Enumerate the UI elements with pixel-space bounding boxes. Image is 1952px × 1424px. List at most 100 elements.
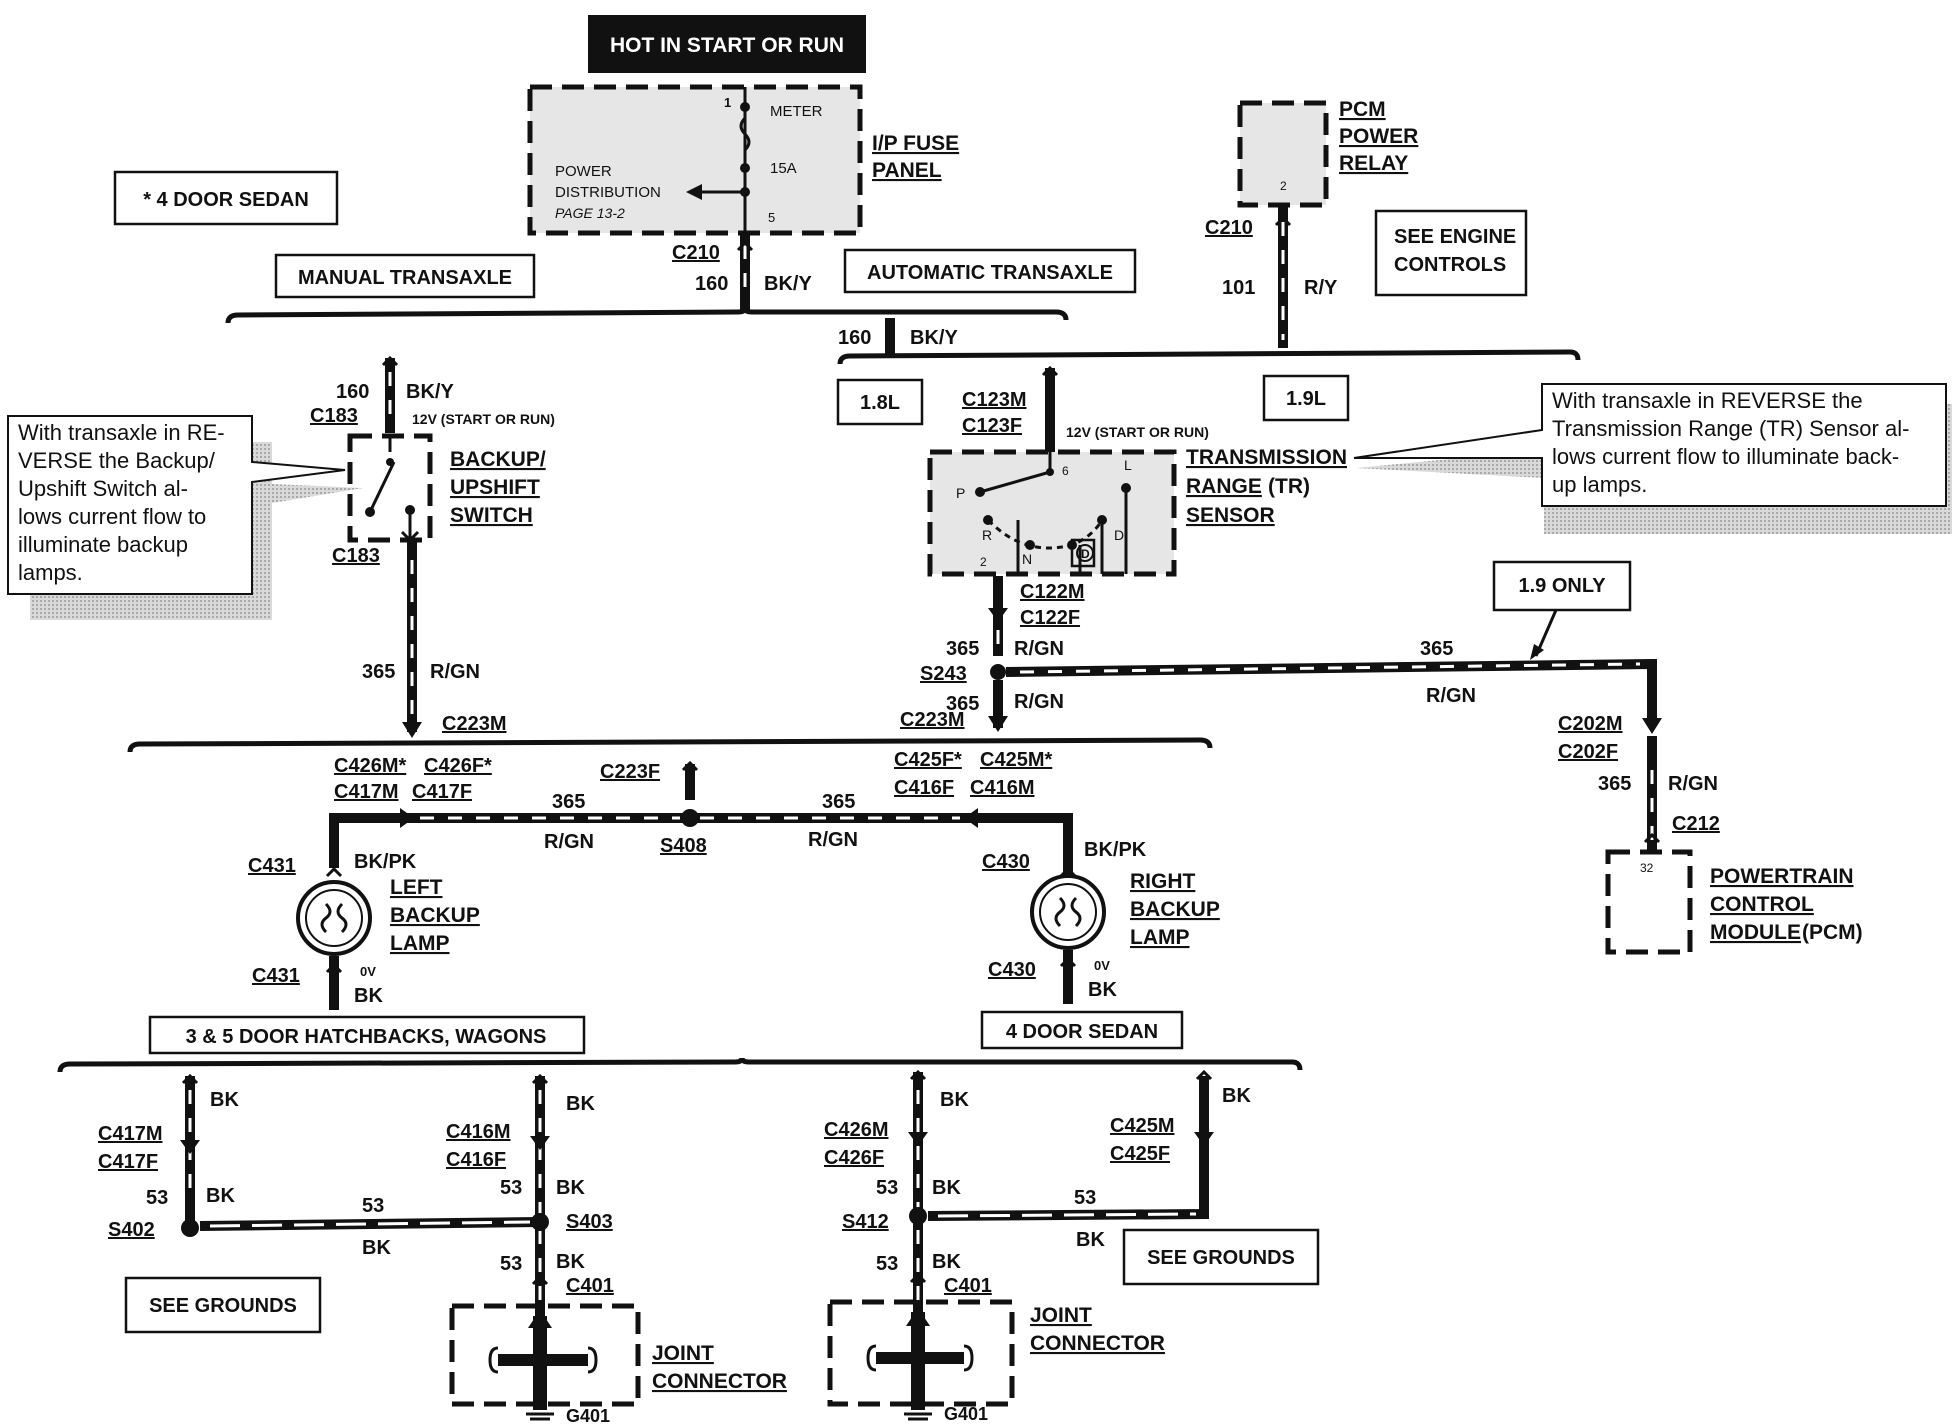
- left-lamp-label-3: LAMP: [390, 932, 450, 955]
- tr-conn-2: C123F: [962, 415, 1022, 437]
- left-lamp-conn: C431: [248, 855, 296, 877]
- auto-circ: 160: [838, 327, 871, 349]
- right-backup-lamp: [1030, 874, 1106, 950]
- pcm-relay-label-1: PCM: [1339, 98, 1386, 121]
- lamp-circ-l: 365: [552, 791, 585, 813]
- lamp-conn-r1b: C425M*: [980, 749, 1052, 771]
- lamp-conn-l2b: C417F: [412, 781, 472, 803]
- only19: 1.9 ONLY: [1518, 575, 1606, 597]
- gl-c1a: C417M: [98, 1123, 162, 1145]
- g401-right: G401: [944, 1404, 988, 1424]
- callout-right-line-1: With transaxle in REVERSE the: [1552, 388, 1863, 413]
- lamp-color-r: R/GN: [808, 829, 858, 851]
- svg-text:1: 1: [724, 95, 731, 110]
- switch-label-3: SWITCH: [450, 504, 533, 527]
- right-lamp-label-3: LAMP: [1130, 926, 1190, 949]
- manual-transaxle-box: [274, 253, 536, 299]
- tr-volt: 12V (START OR RUN): [1066, 424, 1209, 440]
- svg-text:D: D: [1114, 527, 1124, 543]
- pcm-module: [1605, 849, 1693, 955]
- lamp-conn-r1a: C425F*: [894, 749, 962, 771]
- gl-n4: 53: [500, 1253, 522, 1275]
- gl-s403: S403: [566, 1211, 613, 1233]
- left-lamp-volt: 0V: [360, 964, 376, 979]
- gl-bk1: BK: [210, 1089, 239, 1111]
- svg-text:POWER: POWER: [555, 163, 612, 180]
- right-lamp-color: BK/PK: [1084, 839, 1147, 861]
- backup-upshift-switch: [347, 433, 433, 543]
- switch-label-2: UPSHIFT: [450, 476, 540, 499]
- pcm-branch-circ-2: 365: [1598, 773, 1631, 795]
- lamp-conn-l1b: C426F*: [424, 755, 492, 777]
- gr-bk2: BK: [932, 1177, 961, 1199]
- gr-n2: 53: [1074, 1187, 1096, 1209]
- switch-label-1: BACKUP/: [450, 448, 546, 471]
- top-bus: [225, 307, 1069, 324]
- gl-c401: C401: [566, 1275, 614, 1297]
- tr-label-2b: (TR): [1268, 475, 1310, 498]
- jc-right-1: JOINT: [1030, 1304, 1092, 1327]
- svg-text:6: 6: [1062, 464, 1069, 478]
- splice-s243: [990, 664, 1006, 680]
- manual-transaxle: MANUAL TRANSAXLE: [298, 267, 512, 289]
- gr-bk3: BK: [1076, 1229, 1105, 1251]
- gl-bk3: BK: [362, 1237, 391, 1259]
- tr-out-conn-2: C122F: [1020, 607, 1080, 629]
- hot-label: HOT IN START OR RUN: [610, 34, 844, 57]
- svg-text:L: L: [1124, 457, 1132, 473]
- engine-controls-box: [1374, 209, 1528, 297]
- tr-label-3: SENSOR: [1186, 504, 1275, 527]
- svg-text:2: 2: [1280, 179, 1287, 193]
- gr-n3: 53: [876, 1253, 898, 1275]
- tr-down-circ: 365: [946, 693, 979, 715]
- callout-left-line-4: lows current flow to: [18, 504, 206, 529]
- ip-fuse-panel: 1 METER 15A 5 POWER DISTRIBUTION PAGE 13…: [527, 84, 863, 236]
- ground-left: [180, 1073, 550, 1340]
- pcm-relay-label-2: POWER: [1339, 125, 1418, 148]
- gl-bk5: BK: [556, 1177, 585, 1199]
- gl-c1b: C417F: [98, 1151, 158, 1173]
- tr-out-conn-1: C122M: [1020, 581, 1084, 603]
- four-door-note-box: [113, 170, 339, 226]
- jc-left-2: CONNECTOR: [652, 1370, 787, 1393]
- gl-c2a: C416M: [446, 1121, 510, 1143]
- svg-text:15A: 15A: [770, 160, 797, 177]
- tr-label-1: TRANSMISSION: [1186, 446, 1347, 469]
- gr-bk5: BK: [932, 1251, 961, 1273]
- svg-text:D: D: [1081, 547, 1090, 561]
- tr-out-circ: 365: [946, 638, 979, 660]
- hot-label-box: [588, 15, 866, 73]
- engine-19-box: [1262, 374, 1350, 422]
- callout-right-line-2: Transmission Range (TR) Sensor al-: [1552, 416, 1909, 441]
- gr-c1a: C426M: [824, 1119, 888, 1141]
- fuse-conn: C210: [672, 242, 720, 264]
- right-lamp-conn: C430: [982, 851, 1030, 873]
- gr-bk4: BK: [1222, 1085, 1251, 1107]
- gl-s402: S402: [108, 1219, 155, 1241]
- left-backup-lamp: [296, 880, 372, 956]
- pcm-label-2: CONTROL: [1710, 893, 1814, 916]
- see-grounds-left-box: [124, 1276, 322, 1334]
- bottom-bus: [57, 1057, 1303, 1073]
- left-lamp-label-2: BACKUP: [390, 904, 480, 927]
- jc-left-1: JOINT: [652, 1342, 714, 1365]
- lamp-circ-r: 365: [822, 791, 855, 813]
- lamp-conn-l2a: C417M: [334, 781, 398, 803]
- callout-left-line-3: Upshift Switch al-: [18, 476, 188, 501]
- fuse-color: BK/Y: [764, 273, 812, 295]
- right-lamp-color-2: BK: [1088, 979, 1117, 1001]
- see-grounds-left: SEE GROUNDS: [149, 1295, 297, 1317]
- svg-text:DISTRIBUTION: DISTRIBUTION: [555, 184, 661, 201]
- lamp-conn-r2b: C416M: [970, 777, 1034, 799]
- fuse-panel-label-1: I/P FUSE: [872, 132, 959, 155]
- gr-c2a: C425M: [1110, 1115, 1174, 1137]
- tr-down-color: R/GN: [1014, 691, 1064, 713]
- pcm-relay-circ: 101: [1222, 277, 1255, 299]
- engine-controls-1: SEE ENGINE: [1394, 226, 1516, 248]
- lamp-color-l: R/GN: [544, 831, 594, 853]
- joint-connector-left: [449, 1303, 641, 1421]
- svg-text:2: 2: [980, 555, 987, 569]
- gr-bk1: BK: [940, 1089, 969, 1111]
- lamp-conn-l1a: C426M*: [334, 755, 406, 777]
- tr-conn-1: C123M: [962, 389, 1026, 411]
